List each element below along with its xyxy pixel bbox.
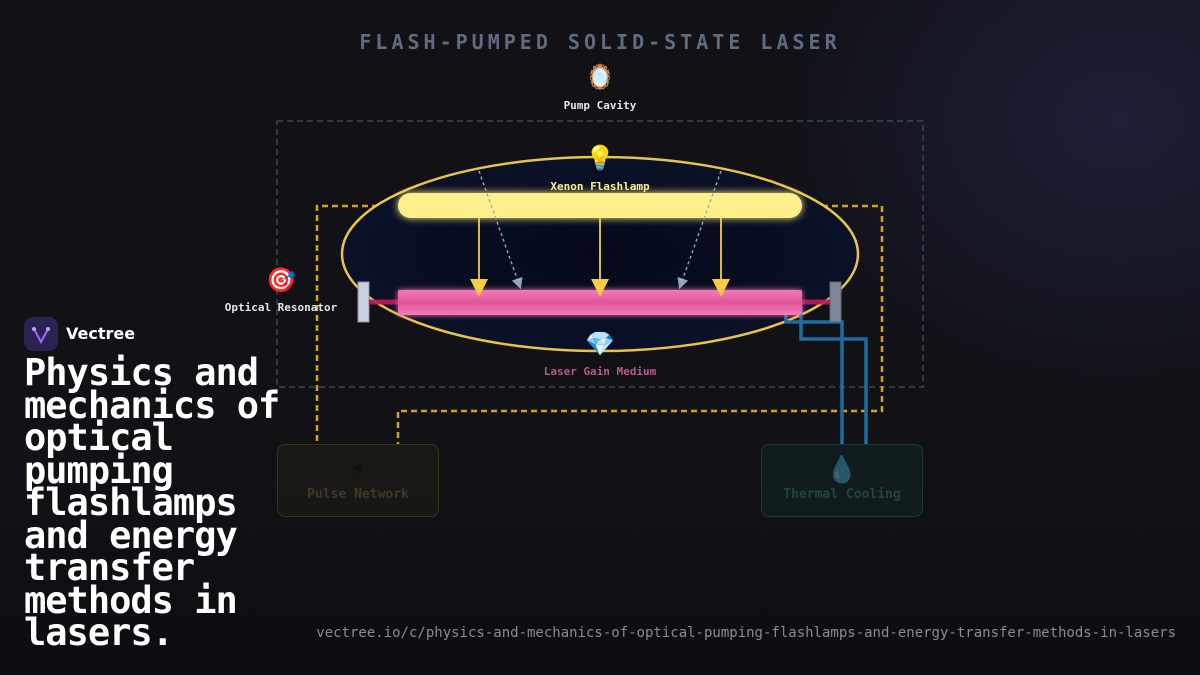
coolant-pipe-inner	[799, 306, 868, 444]
mirror-icon: 🪞	[585, 63, 615, 91]
pump-cavity-label: Pump Cavity	[563, 99, 637, 112]
resonator-label: Optical Resonator	[224, 301, 338, 314]
pulse-network-label: Pulse Network	[307, 487, 409, 502]
pulse-network-box: ⚡ Pulse Network	[277, 444, 439, 517]
vectree-logo-icon	[24, 317, 58, 351]
electrical-wire-left	[315, 204, 398, 444]
reflected-ray-right	[677, 170, 722, 290]
resonator-mirror-left	[357, 281, 370, 323]
resonator-mirror-right	[829, 281, 842, 323]
light-bulb-icon: 💡	[585, 144, 615, 172]
laser-rod	[398, 290, 802, 315]
thermal-cooling-box: 💧 Thermal Cooling	[761, 444, 923, 517]
headline: Physics and mechanics of optical pumping…	[24, 351, 280, 654]
target-icon: 🎯	[266, 266, 296, 294]
lightning-icon: ⚡	[350, 455, 366, 485]
flashlamp-tube	[398, 193, 802, 218]
pump-cavity-border	[276, 120, 924, 388]
reflected-ray-left	[478, 170, 523, 290]
gem-icon: 💎	[585, 330, 615, 358]
brand-name: Vectree	[66, 324, 136, 343]
thermal-cooling-label: Thermal Cooling	[783, 487, 901, 502]
electrical-wire-right	[396, 204, 884, 444]
water-drop-icon: 💧	[825, 455, 859, 485]
gain-medium-label: Laser Gain Medium	[543, 365, 657, 378]
page-url[interactable]: vectree.io/c/physics-and-mechanics-of-op…	[316, 625, 1176, 641]
diagram-title: FLASH-PUMPED SOLID-STATE LASER	[359, 30, 841, 54]
flashlamp-label: Xenon Flashlamp	[550, 180, 650, 193]
coolant-pipe-outer	[784, 306, 844, 444]
